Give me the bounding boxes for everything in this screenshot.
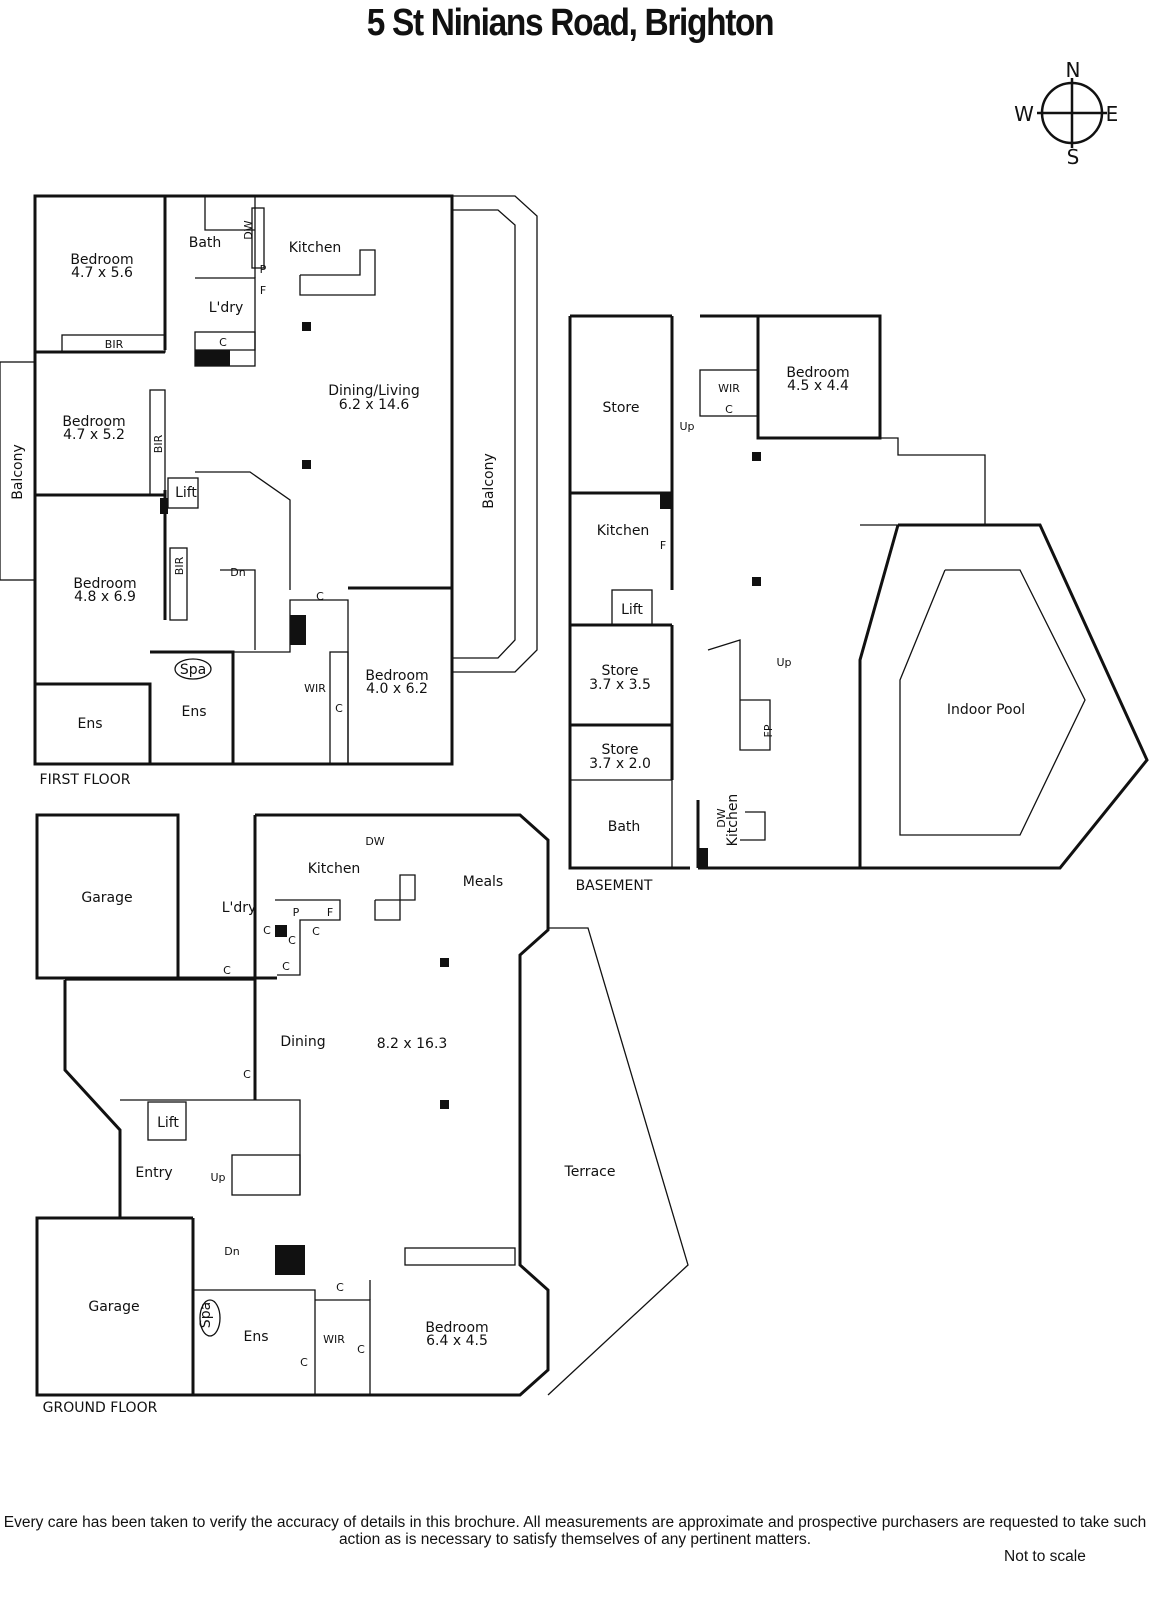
room-label: DW <box>715 808 728 827</box>
room-label: Lift <box>157 1115 179 1131</box>
room-size: 4.5 x 4.4 <box>787 378 849 394</box>
room-label: Garage <box>81 890 132 906</box>
room-label: Balcony <box>10 444 26 500</box>
room-label: C <box>263 924 271 937</box>
room-size: 4.7 x 5.6 <box>71 265 133 281</box>
room-label: Lift <box>621 602 643 618</box>
basement-plan <box>568 314 1149 870</box>
room-label: Bedroom <box>425 1320 488 1336</box>
room-label: Terrace <box>564 1164 616 1180</box>
room-size: 4.8 x 6.9 <box>74 589 136 605</box>
room-label: WIR <box>304 682 326 695</box>
room-label: Indoor Pool <box>947 702 1025 718</box>
room-label: Bedroom <box>70 252 133 268</box>
room-label: Dn <box>224 1245 239 1258</box>
room-label: L'dry <box>222 900 257 916</box>
room-label: Spa <box>180 662 206 678</box>
room-size: 6.4 x 4.5 <box>426 1333 488 1349</box>
room-size: 4.7 x 5.2 <box>63 427 125 443</box>
room-label: FP <box>762 724 775 737</box>
compass-w: W <box>1014 102 1034 126</box>
room-label: Bedroom <box>365 668 428 684</box>
room-label: C <box>223 964 231 977</box>
room-size: 3.7 x 3.5 <box>589 677 651 693</box>
basement-labels: Store Up WIR C Bedroom 4.5 x 4.4 Kitchen… <box>576 365 1026 894</box>
floor-label-first: FIRST FLOOR <box>40 772 131 788</box>
compass-n: N <box>1066 58 1081 82</box>
room-label: Lift <box>175 485 197 501</box>
room-label: Dn <box>230 566 245 579</box>
room-label: C <box>312 925 320 938</box>
room-label: Ens <box>77 716 102 732</box>
room-label: Kitchen <box>725 794 741 847</box>
first-floor-labels: Bedroom 4.7 x 5.6 Bath Kitchen L'dry BIR… <box>10 220 497 788</box>
room-label: Bedroom <box>786 365 849 381</box>
room-label: Bedroom <box>73 576 136 592</box>
first-floor-plan <box>0 194 538 766</box>
room-label: Kitchen <box>289 240 342 256</box>
room-label: DW <box>242 220 255 239</box>
room-label: Meals <box>463 874 503 890</box>
room-size: 8.2 x 16.3 <box>377 1036 448 1052</box>
room-label: Spa <box>198 1302 214 1328</box>
room-label: Store <box>602 400 639 416</box>
ground-floor-labels: Garage L'dry Kitchen DW Meals P F C C C … <box>43 835 616 1416</box>
room-label: C <box>288 934 296 947</box>
room-label: C <box>282 960 290 973</box>
not-to-scale-note: Not to scale <box>1004 1548 1086 1565</box>
compass-e: E <box>1106 102 1119 126</box>
page-title: 5 St Ninians Road, Brighton <box>366 2 775 44</box>
room-label: Dining/Living <box>328 383 420 399</box>
room-label: BIR <box>173 556 186 575</box>
room-label: Ens <box>243 1329 268 1345</box>
compass-icon: N E S W <box>1014 58 1118 169</box>
room-label: P <box>293 906 300 919</box>
floor-label-ground: GROUND FLOOR <box>43 1400 158 1416</box>
room-label: C <box>219 336 227 349</box>
room-label: C <box>336 1281 344 1294</box>
room-label: Entry <box>135 1165 172 1181</box>
room-label: F <box>660 539 666 552</box>
disclaimer: Every care has been taken to verify the … <box>3 1514 1147 1548</box>
room-label: C <box>335 702 343 715</box>
room-label: Kitchen <box>597 523 650 539</box>
room-label: BIR <box>152 434 165 453</box>
room-label: Balcony <box>481 453 497 509</box>
room-size: 3.7 x 2.0 <box>589 756 651 772</box>
room-label: Bath <box>189 235 222 251</box>
room-label: Bedroom <box>62 414 125 430</box>
floor-label-basement: BASEMENT <box>576 878 653 894</box>
room-label: P <box>260 263 267 276</box>
room-label: C <box>300 1356 308 1369</box>
room-label: F <box>260 284 266 297</box>
room-label: Bath <box>608 819 641 835</box>
room-label: Up <box>210 1171 225 1184</box>
room-label: DW <box>365 835 384 848</box>
room-label: WIR <box>718 382 740 395</box>
room-label: Up <box>679 420 694 433</box>
room-label: C <box>725 403 733 416</box>
room-label: C <box>316 590 324 603</box>
room-label: Kitchen <box>308 861 361 877</box>
room-label: Dining <box>280 1034 325 1050</box>
room-label: Store <box>601 742 638 758</box>
ground-floor-plan <box>35 813 689 1397</box>
compass-s: S <box>1067 145 1080 169</box>
room-label: Store <box>601 663 638 679</box>
room-label: BIR <box>105 338 124 351</box>
room-label: F <box>327 906 333 919</box>
room-label: WIR <box>323 1333 345 1346</box>
room-label: Garage <box>88 1299 139 1315</box>
room-label: C <box>243 1068 251 1081</box>
room-label: L'dry <box>209 300 244 316</box>
room-label: Up <box>776 656 791 669</box>
room-size: 6.2 x 14.6 <box>339 397 410 413</box>
room-size: 4.0 x 6.2 <box>366 681 428 697</box>
room-label: Ens <box>181 704 206 720</box>
room-label: C <box>357 1343 365 1356</box>
